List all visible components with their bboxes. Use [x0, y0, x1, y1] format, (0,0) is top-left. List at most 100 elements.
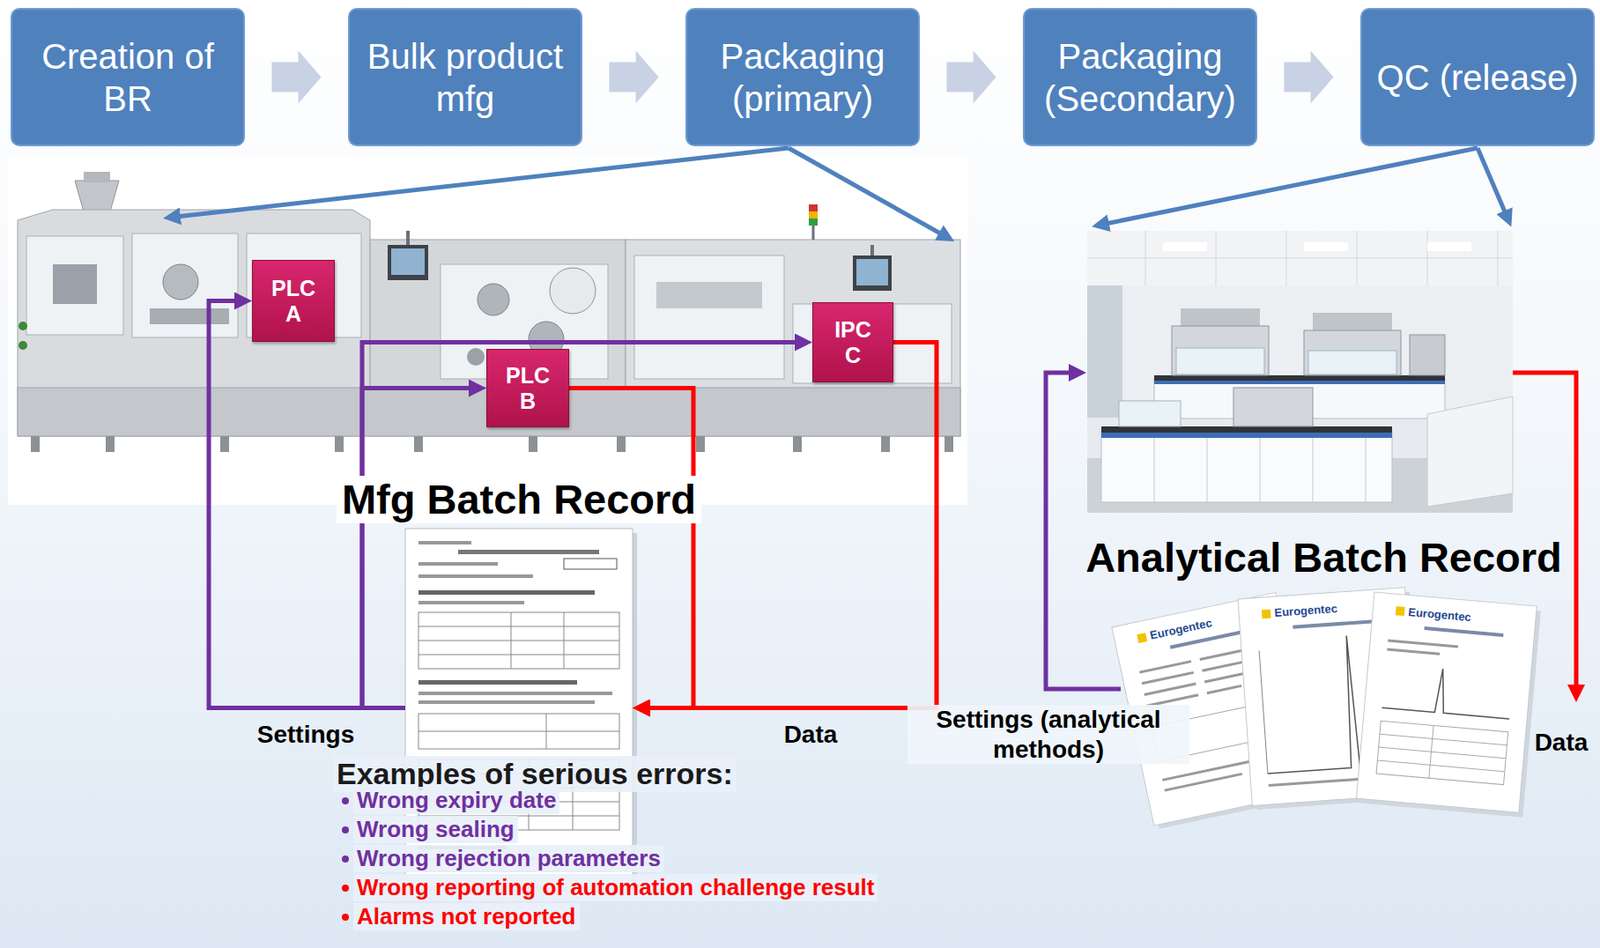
packaging-machine-photo	[334, 436, 344, 452]
laboratory-photo	[1101, 431, 1393, 503]
laboratory-photo	[1427, 242, 1472, 252]
stage-pointer-arrow	[168, 148, 1510, 239]
batch-record-page	[418, 640, 620, 642]
line-label: Settings	[235, 719, 377, 750]
batch-record-page	[418, 590, 595, 595]
packaging-machine-photo	[30, 436, 40, 452]
packaging-machine-photo	[406, 230, 410, 245]
packaging-machine-photo	[856, 259, 889, 286]
record-heading: Mfg Batch Record	[336, 475, 702, 524]
analytical-record-pages	[1387, 639, 1459, 649]
batch-record-page	[511, 612, 512, 669]
laboratory-photo	[1409, 334, 1445, 376]
batch-record-page	[418, 691, 613, 696]
controller-label: PLC B	[505, 362, 550, 415]
laboratory-photo	[1180, 308, 1260, 326]
batch-record-page	[418, 612, 620, 669]
batch-record-page	[418, 680, 578, 685]
bullet-dot	[341, 855, 349, 863]
laboratory-photo	[1312, 312, 1393, 331]
laboratory-photo	[1154, 437, 1156, 503]
analytical-record-pages	[1355, 592, 1541, 818]
analytical-record-pages	[1259, 650, 1268, 774]
flow-arrow	[271, 51, 321, 104]
analytical-record-pages	[1141, 671, 1194, 685]
packaging-machine-photo	[792, 436, 802, 452]
packaging-machine-photo	[7, 155, 968, 505]
line-label: Data	[757, 719, 864, 750]
batch-record-page	[418, 540, 472, 545]
process-step-box: Creation of BR	[10, 7, 245, 147]
analytical-record-pages	[1379, 733, 1507, 746]
analytical-record-pages	[1139, 659, 1192, 674]
step-label: Creation of BR	[22, 35, 233, 120]
packaging-machine-photo	[870, 244, 875, 256]
packaging-machine-photo	[549, 267, 596, 314]
controller-label: PLC A	[271, 275, 316, 327]
controller-label: IPC C	[834, 317, 872, 369]
analytical-record-pages	[1376, 720, 1509, 785]
analytical-record-pages	[1261, 608, 1272, 619]
batch-record-page	[563, 612, 565, 669]
bullet-dot	[341, 884, 349, 892]
bullet-dot	[341, 913, 349, 921]
packaging-machine-photo	[18, 321, 28, 331]
analytical-record-pages	[1201, 659, 1246, 672]
laboratory-photo	[1118, 400, 1181, 427]
packaging-machine-photo	[466, 348, 485, 366]
batch-record-page	[418, 654, 620, 656]
packaging-machine-photo	[387, 244, 429, 281]
settings-line	[362, 342, 808, 709]
bullet-dot	[341, 826, 349, 834]
batch-record-page	[418, 562, 498, 566]
analytical-record-pages	[1386, 648, 1440, 656]
laboratory-photo	[1101, 432, 1393, 438]
packaging-machine-photo	[414, 436, 423, 452]
packaging-machine-photo	[83, 171, 111, 183]
batch-record-page	[418, 626, 620, 628]
error-item: Wrong expiry date	[353, 786, 560, 815]
settings-line	[362, 388, 482, 709]
line-label: Settings (analytical methods)	[907, 704, 1190, 764]
laboratory-photo	[1303, 330, 1401, 376]
laboratory-photo	[1427, 396, 1513, 507]
laboratory-photo	[1259, 437, 1261, 503]
bullet-dot	[341, 797, 349, 805]
line-label: Data	[1529, 727, 1593, 758]
batch-record-page	[418, 700, 595, 704]
step-label: Packaging (primary)	[697, 35, 908, 120]
flow-arrow	[946, 51, 996, 104]
packaging-machine-photo	[616, 436, 626, 452]
flow-arrow	[608, 51, 659, 104]
packaging-machine-photo	[26, 236, 124, 335]
laboratory-photo	[1171, 325, 1269, 376]
analytical-record-pages	[1429, 725, 1434, 778]
connectors	[208, 51, 1334, 709]
laboratory-photo	[1162, 242, 1208, 252]
packaging-machine-photo	[74, 180, 119, 212]
laboratory-photo	[1154, 380, 1445, 385]
lab-settings-line	[1045, 372, 1121, 689]
process-step-box: Packaging (primary)	[685, 7, 920, 147]
laboratory-photo	[1087, 230, 1513, 513]
lab-settings-line	[1045, 372, 1121, 689]
analytical-record-pages	[1356, 592, 1538, 813]
stage-pointer-arrow	[1477, 148, 1510, 223]
laboratory-photo	[1365, 437, 1367, 503]
analytical-record-pages	[1163, 772, 1243, 793]
analytical-record-pages	[1207, 684, 1243, 695]
laboratory-photo	[1176, 348, 1265, 375]
laboratory-photo	[1087, 258, 1513, 260]
batch-record-page	[546, 713, 548, 749]
laboratory-photo	[1087, 230, 1513, 513]
laboratory-photo	[1154, 375, 1445, 381]
analytical-record-pages	[1423, 626, 1504, 638]
packaging-machine-photo	[52, 264, 97, 304]
batch-record-page	[418, 574, 534, 578]
flow-arrow	[1283, 51, 1334, 104]
analytical-record-pages	[1377, 760, 1504, 772]
laboratory-photo	[1303, 242, 1349, 252]
data-line	[569, 388, 694, 709]
packaging-machine-photo	[7, 155, 968, 505]
